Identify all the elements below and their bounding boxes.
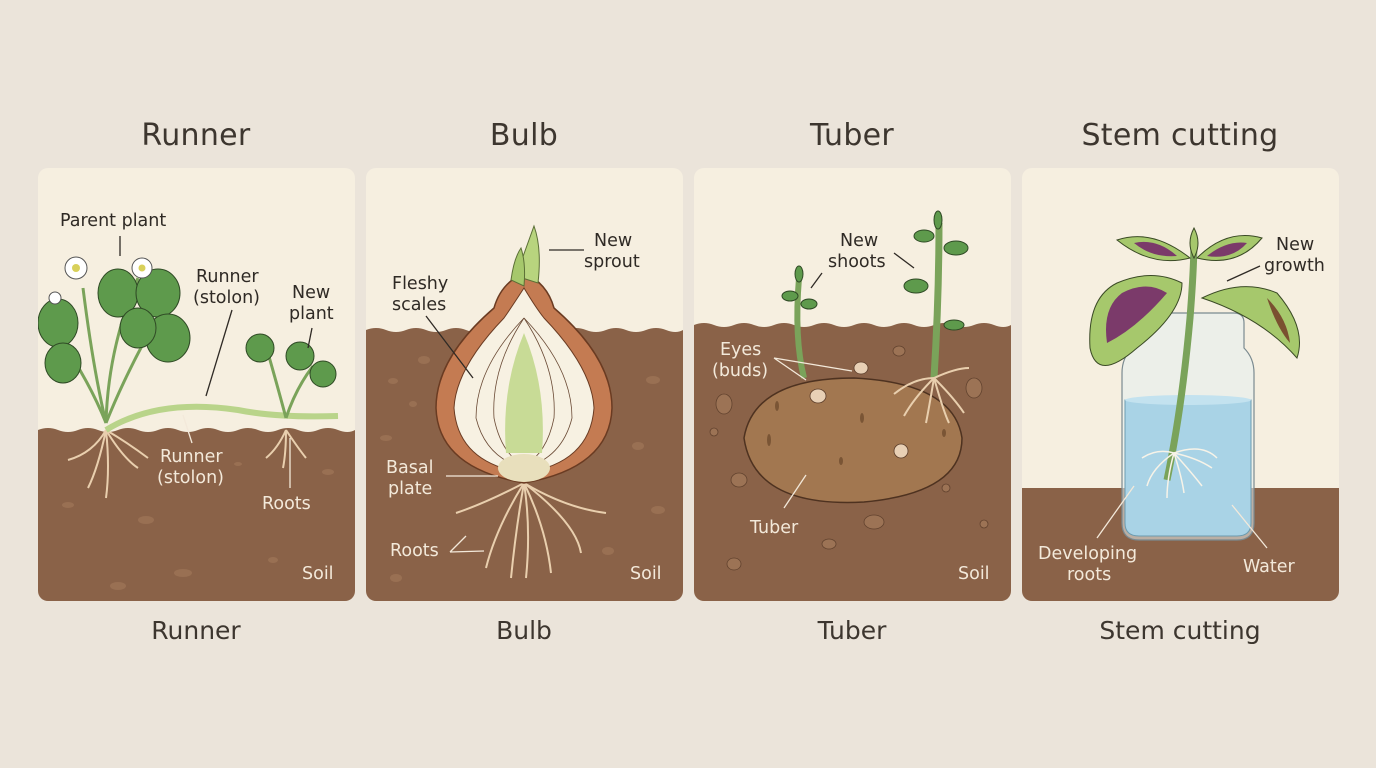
label-eyes-1: Eyes <box>720 340 762 360</box>
label-runner-top-1: Runner <box>196 267 259 287</box>
panel-tuber: New shoots Eyes (buds) Tuber Soil <box>694 168 1011 601</box>
panel-stem-cutting: New growth Developing roots Water <box>1022 168 1339 601</box>
panel-title-bulb: Bulb <box>489 118 559 153</box>
panel-caption-stem-cutting: Stem cutting <box>1099 616 1261 645</box>
panel-runner: Parent plant Runner (stolon) New plant R… <box>38 168 355 601</box>
panel-title-stem-cutting: Stem cutting <box>1081 118 1279 153</box>
label-new-sprout-2: sprout <box>584 252 640 272</box>
tuber-illustration <box>694 210 1011 601</box>
label-runner-bottom-2: (stolon) <box>157 468 225 488</box>
label-water: Water <box>1243 557 1295 577</box>
bulb-illustration <box>366 224 683 601</box>
panel-caption-runner: Runner <box>151 616 241 645</box>
label-parent-plant: Parent plant <box>60 211 167 231</box>
label-new-plant-2: plant <box>289 304 334 324</box>
runner-illustration <box>38 236 355 601</box>
label-new-sprout-1: New <box>594 231 633 251</box>
label-new-plant-1: New <box>292 283 331 303</box>
label-soil: Soil <box>630 564 662 584</box>
label-new-growth-1: New <box>1276 235 1315 255</box>
panel-title-runner: Runner <box>141 118 251 153</box>
label-new-shoots-1: New <box>840 231 879 251</box>
panel-caption-tuber: Tuber <box>817 616 887 645</box>
label-eyes-2: (buds) <box>712 361 769 381</box>
stem-cutting-illustration <box>1022 226 1339 601</box>
label-fleshy-scales-1: Fleshy <box>392 274 449 294</box>
label-basal-plate-1: Basal <box>386 458 434 478</box>
label-developing-roots-2: roots <box>1067 565 1112 585</box>
panel-title-tuber: Tuber <box>809 118 895 153</box>
panel-bulb: New sprout Fleshy scales Basal plate Roo… <box>366 168 683 601</box>
label-developing-roots-1: Developing <box>1038 544 1138 564</box>
label-roots: Roots <box>390 541 439 561</box>
label-runner-bottom-1: Runner <box>160 447 223 467</box>
label-new-shoots-2: shoots <box>828 252 886 272</box>
label-fleshy-scales-2: scales <box>392 295 447 315</box>
label-tuber: Tuber <box>750 518 799 538</box>
panel-caption-bulb: Bulb <box>496 616 552 645</box>
label-basal-plate-2: plate <box>388 479 433 499</box>
label-new-growth-2: growth <box>1264 256 1325 276</box>
label-runner-top-2: (stolon) <box>193 288 261 308</box>
label-soil: Soil <box>958 564 990 584</box>
label-roots: Roots <box>262 494 311 514</box>
label-soil: Soil <box>302 564 334 584</box>
